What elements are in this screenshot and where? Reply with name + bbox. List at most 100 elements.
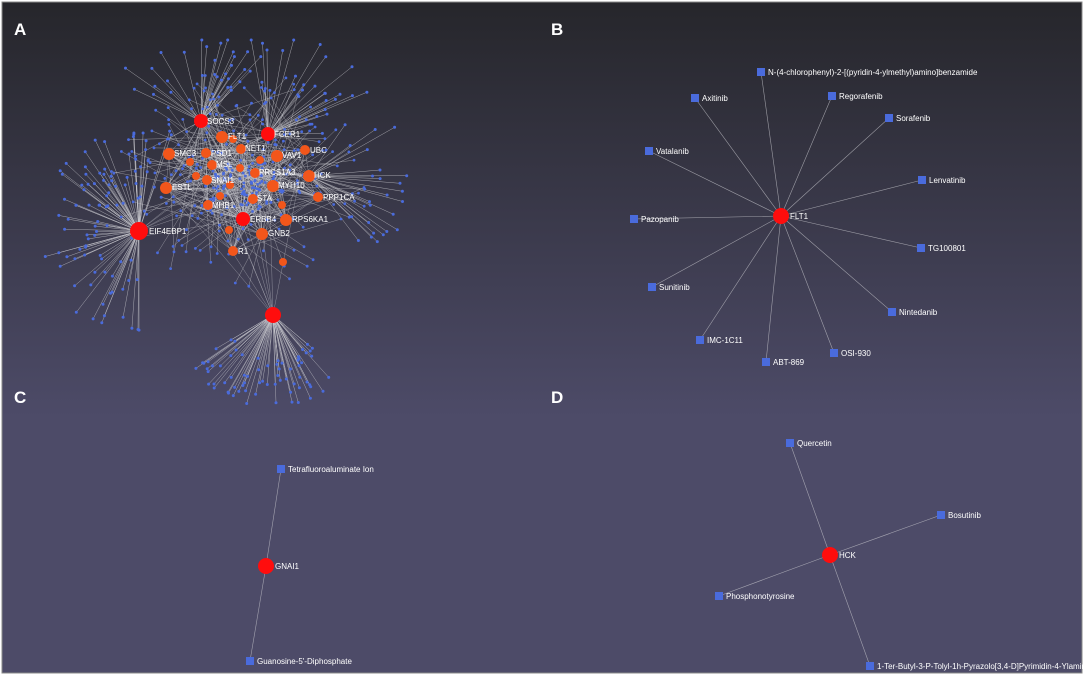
leaf-node	[274, 401, 278, 405]
leaf-node	[178, 173, 182, 177]
leaf-node	[265, 48, 269, 52]
leaf-node	[334, 128, 338, 132]
leaf-node	[148, 161, 152, 165]
leaf-node	[217, 229, 221, 233]
hub-edge	[211, 164, 274, 187]
leaf-node	[324, 55, 328, 59]
network-edge	[154, 86, 202, 122]
leaf-node	[58, 264, 62, 268]
leaf-node	[281, 49, 285, 52]
leaf-node	[212, 97, 216, 101]
leaf-node	[261, 147, 265, 151]
drug-node	[630, 215, 638, 223]
protein-node	[303, 170, 315, 182]
leaf-node	[140, 184, 144, 188]
drug-edge	[780, 215, 835, 354]
leaf-node	[64, 161, 68, 165]
leaf-node	[102, 178, 106, 182]
leaf-node	[189, 179, 192, 183]
leaf-node	[228, 118, 232, 122]
leaf-node	[260, 167, 264, 170]
leaf-node	[268, 88, 272, 92]
network-edge	[76, 204, 140, 232]
network-edge	[126, 177, 140, 232]
drug-label: ABT-869	[773, 358, 805, 367]
drug-label: Quercetin	[797, 439, 832, 448]
leaf-node	[102, 314, 106, 318]
leaf-node	[174, 169, 178, 173]
leaf-node	[298, 115, 301, 119]
leaf-node	[167, 123, 171, 126]
network-edge	[200, 60, 216, 122]
network-edge	[308, 149, 368, 177]
leaf-node	[234, 104, 238, 108]
protein-label: PSD1	[211, 149, 232, 158]
network-edge	[182, 119, 209, 206]
leaf-node	[263, 181, 267, 184]
leaf-node	[313, 125, 317, 129]
leaf-node	[190, 107, 193, 111]
leaf-node	[226, 390, 230, 394]
leaf-node	[107, 183, 111, 187]
leaf-node	[276, 359, 280, 363]
leaf-node	[165, 202, 168, 205]
leaf-node	[301, 88, 304, 92]
leaf-node	[74, 203, 78, 207]
leaf-node	[263, 87, 267, 90]
leaf-node	[103, 140, 107, 144]
leaf-node	[207, 382, 211, 386]
hub-edge	[206, 179, 244, 220]
leaf-node	[300, 361, 304, 365]
protein-node	[236, 212, 250, 226]
drug-edge	[829, 514, 942, 556]
leaf-node	[325, 112, 329, 116]
leaf-node	[191, 154, 195, 158]
leaf-node	[220, 213, 224, 217]
leaf-node	[131, 200, 135, 204]
network-edge	[308, 175, 388, 196]
leaf-node	[400, 189, 404, 193]
hub-edge	[165, 187, 234, 252]
network-edge	[272, 314, 276, 385]
protein-node	[207, 160, 217, 170]
leaf-node	[203, 138, 207, 142]
leaf-node	[398, 181, 402, 185]
leaf-node	[242, 181, 246, 185]
protein-node	[250, 168, 260, 178]
network-edge	[122, 230, 140, 318]
leaf-node	[238, 80, 242, 84]
network-edge	[90, 230, 140, 286]
drug-node	[648, 283, 656, 291]
hub-edge	[168, 153, 254, 200]
leaf-node	[274, 138, 277, 142]
leaf-node	[216, 151, 220, 154]
leaf-node	[282, 139, 285, 143]
network-edge	[92, 230, 140, 320]
network-edge	[60, 170, 140, 232]
drug-edge	[780, 215, 922, 249]
network-edge	[138, 171, 148, 232]
leaf-node	[199, 166, 203, 169]
protein-label: HCK	[314, 171, 332, 180]
leaf-node	[166, 79, 169, 83]
network-edge	[104, 141, 140, 232]
drug-edge	[718, 554, 831, 597]
drug-node	[645, 147, 653, 155]
leaf-node	[289, 367, 292, 371]
leaf-node	[209, 260, 213, 264]
leaf-node	[229, 165, 233, 169]
leaf-node	[159, 195, 163, 199]
leaf-node	[317, 140, 321, 144]
leaf-node	[58, 169, 62, 173]
leaf-node	[245, 402, 249, 405]
hub-edge	[168, 153, 208, 181]
leaf-node	[124, 66, 127, 70]
leaf-node	[263, 89, 267, 93]
leaf-node	[220, 151, 224, 155]
leaf-node	[205, 131, 209, 135]
leaf-node	[247, 165, 251, 169]
leaf-node	[230, 63, 233, 67]
leaf-node	[251, 186, 254, 190]
leaf-node	[200, 204, 204, 207]
protein-label: FLT1	[228, 132, 247, 141]
